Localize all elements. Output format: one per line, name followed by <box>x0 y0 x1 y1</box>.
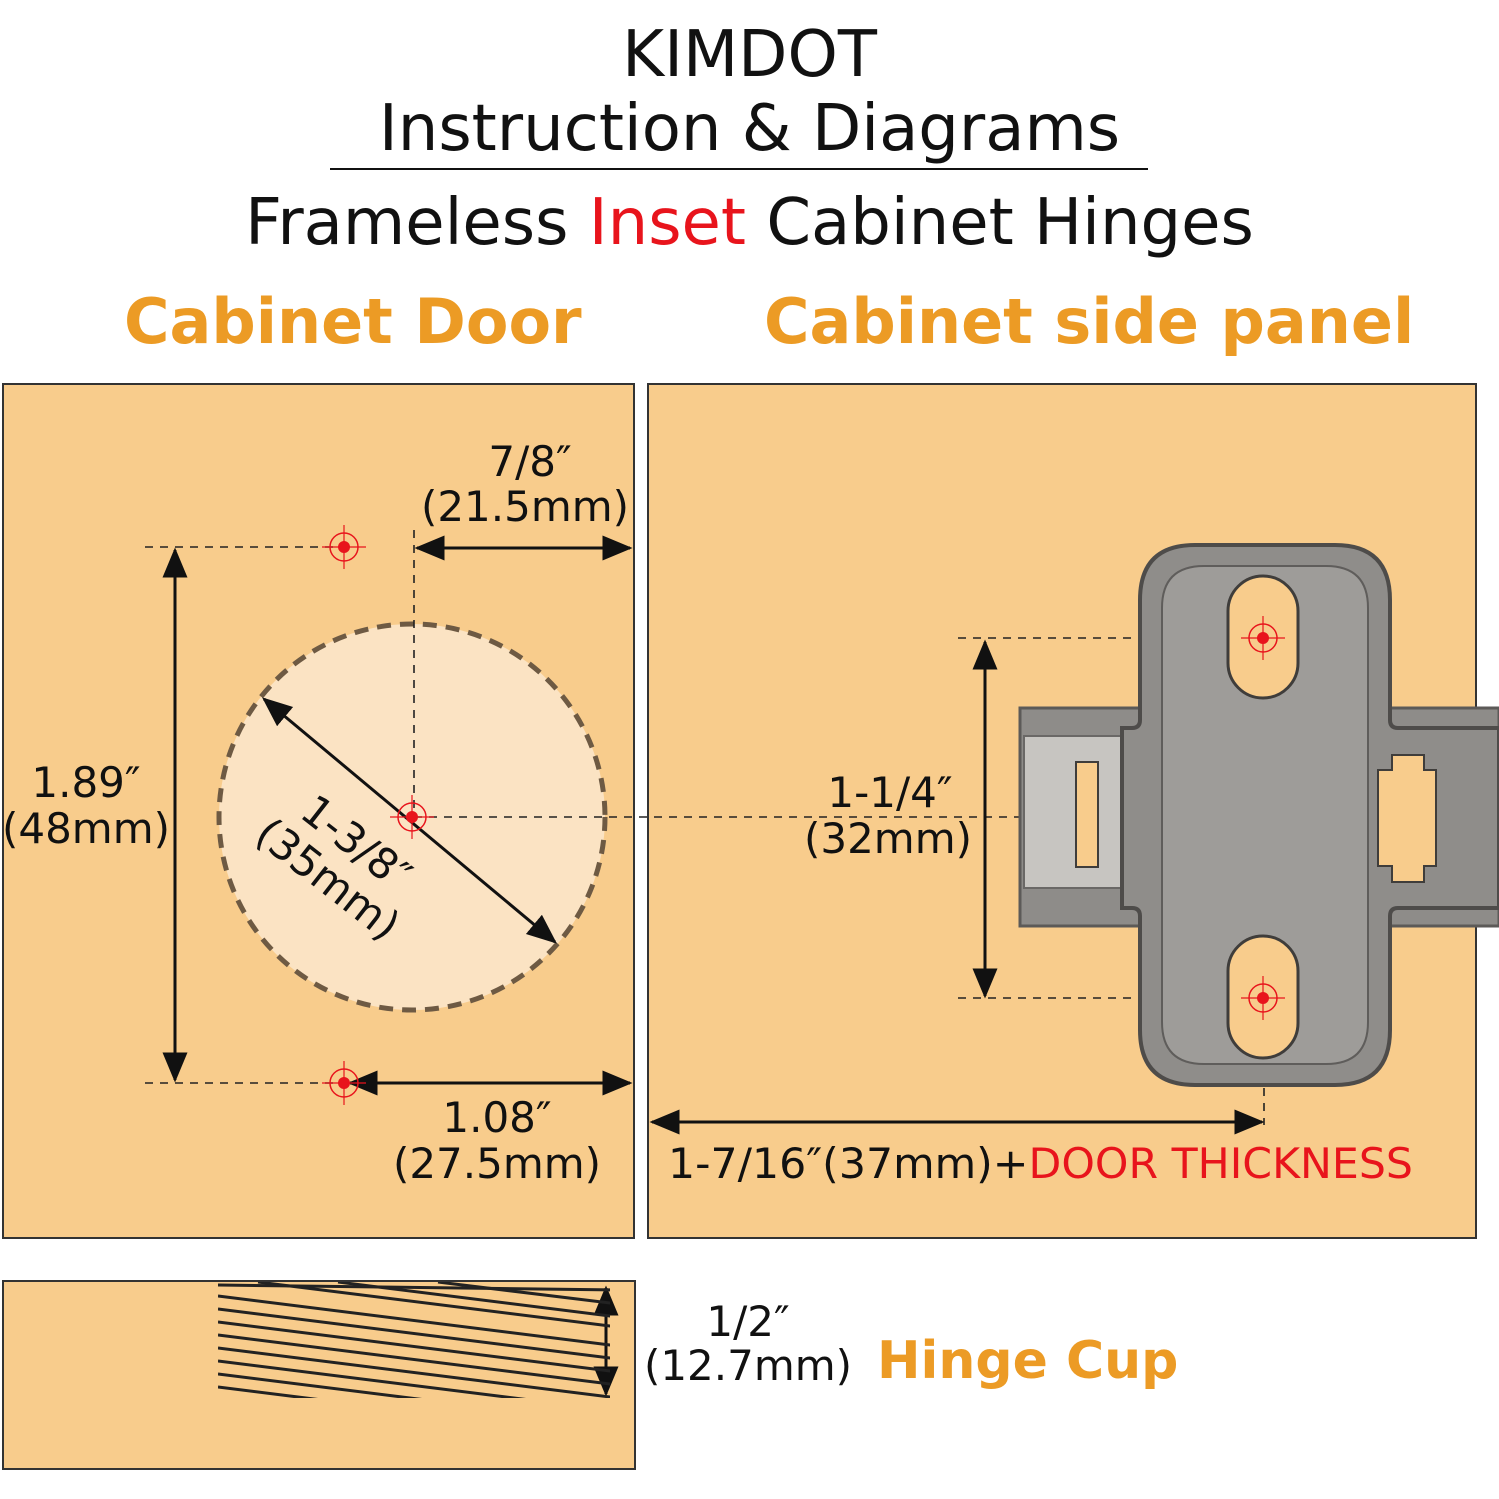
cup-hatch <box>218 1282 610 1398</box>
edge-offset-inch-label: 7/8″ <box>488 437 571 486</box>
plate-span-inch-label: 1-1/4″ <box>827 768 952 817</box>
plate-offset-label: 1-7/16″(37mm)+DOOR THICKNESS <box>668 1139 1413 1188</box>
hinge-title-accent: Inset <box>588 186 746 260</box>
screw-mark-door-bottom <box>322 1061 366 1105</box>
brand-title: KIMDOT <box>622 18 877 92</box>
screw-mark-cup-center <box>390 795 434 839</box>
screw-mark-plate-bottom <box>1241 976 1285 1020</box>
title-underline <box>330 168 1148 170</box>
hinge-cup-title: Hinge Cup <box>877 1331 1178 1391</box>
plate-offset-value: 1-7/16″(37mm)+ <box>668 1139 1029 1188</box>
screw-span-mm-label: (48mm) <box>2 804 170 853</box>
cup-depth-inch-label: 1/2″ <box>706 1297 789 1346</box>
page-subtitle: Instruction & Diagrams <box>378 92 1121 166</box>
screw-mark-plate-top <box>1241 616 1285 660</box>
small-slot <box>1075 761 1099 868</box>
screw-span-inch-label: 1.89″ <box>31 758 140 807</box>
door-thickness-label: DOOR THICKNESS <box>1029 1139 1413 1188</box>
hinge-title-pre: Frameless <box>245 186 589 260</box>
screw-edge-inch-label: 1.08″ <box>442 1093 551 1142</box>
mounting-plate <box>1018 543 1499 1087</box>
screw-mark-door-top <box>322 525 366 569</box>
hinge-type-title: Frameless Inset Cabinet Hinges <box>0 186 1499 260</box>
cabinet-door-title: Cabinet Door <box>124 285 582 358</box>
hinge-title-post: Cabinet Hinges <box>746 186 1254 260</box>
cup-depth-mm-label: (12.7mm) <box>644 1341 852 1390</box>
screw-edge-mm-label: (27.5mm) <box>393 1139 601 1188</box>
adjust-window <box>1377 754 1437 883</box>
edge-offset-mm-label: (21.5mm) <box>421 482 629 531</box>
plate-span-mm-label: (32mm) <box>804 814 972 863</box>
cabinet-side-panel-title: Cabinet side panel <box>764 285 1415 358</box>
